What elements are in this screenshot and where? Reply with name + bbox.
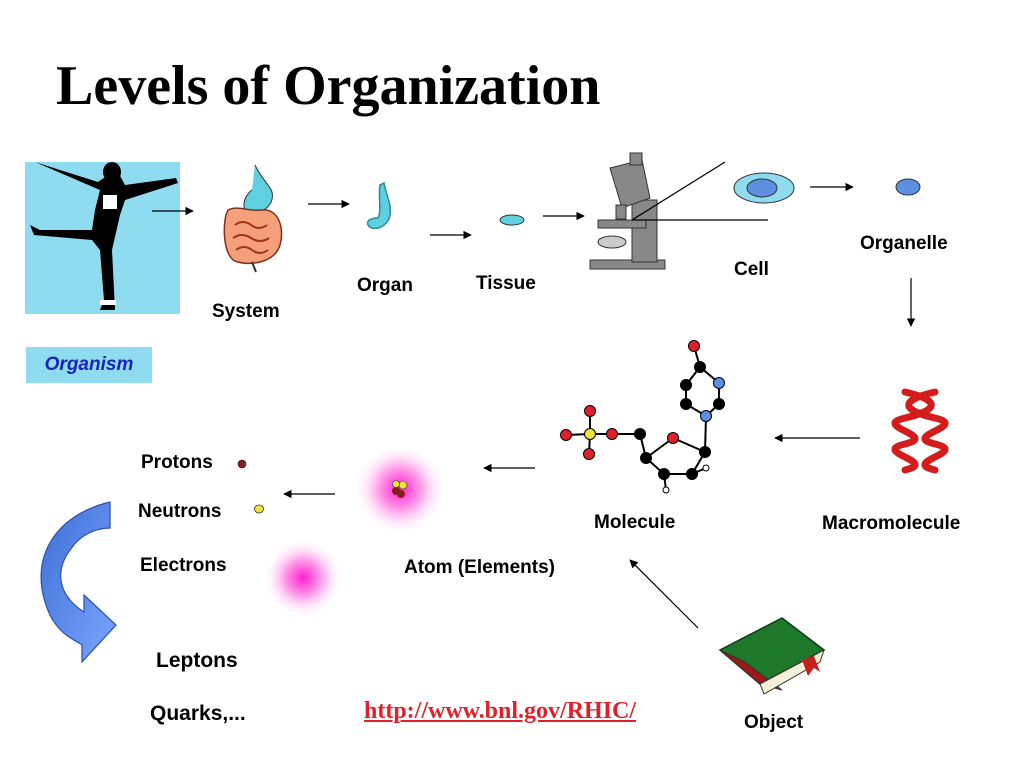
organ-label: Organ: [357, 275, 413, 296]
quarks-label: Quarks,...: [150, 702, 246, 725]
proton-icon: [237, 459, 247, 469]
neutrons-label: Neutrons: [138, 501, 222, 522]
rhic-link[interactable]: http://www.bnl.gov/RHIC/: [364, 698, 637, 724]
system-label: System: [212, 301, 280, 322]
molecule-illustration: [560, 340, 725, 494]
object-label: Object: [744, 712, 804, 733]
organelle-label: Organelle: [860, 233, 948, 254]
electron-icon: [263, 538, 343, 618]
molecule-label: Molecule: [594, 512, 676, 533]
microscope-illustration: [589, 152, 666, 270]
cell-label: Cell: [734, 259, 769, 280]
organ-illustration: [366, 181, 392, 230]
flow-arrows: [152, 182, 916, 629]
tissue-illustration: [499, 214, 525, 226]
organelle-illustration: [895, 178, 921, 196]
atom-illustration: [354, 443, 446, 535]
leptons-label: Leptons: [156, 649, 238, 672]
macromolecule-illustration: [891, 388, 949, 474]
organism-label-badge: Organism: [26, 347, 152, 383]
neutron-icon: [254, 504, 264, 514]
page-title: Levels of Organization: [56, 55, 601, 117]
system-illustration: [223, 164, 283, 273]
protons-label: Protons: [141, 452, 213, 473]
electrons-label: Electrons: [140, 555, 227, 576]
organism-label: Organism: [44, 354, 134, 375]
tissue-label: Tissue: [476, 273, 536, 294]
macromolecule-label: Macromolecule: [822, 513, 961, 534]
atom-label: Atom (Elements): [404, 557, 555, 578]
book-icon: [718, 617, 826, 695]
organism-illustration: [25, 162, 180, 314]
cell-illustration: [733, 172, 795, 204]
curved-arrow-icon: [40, 501, 117, 664]
